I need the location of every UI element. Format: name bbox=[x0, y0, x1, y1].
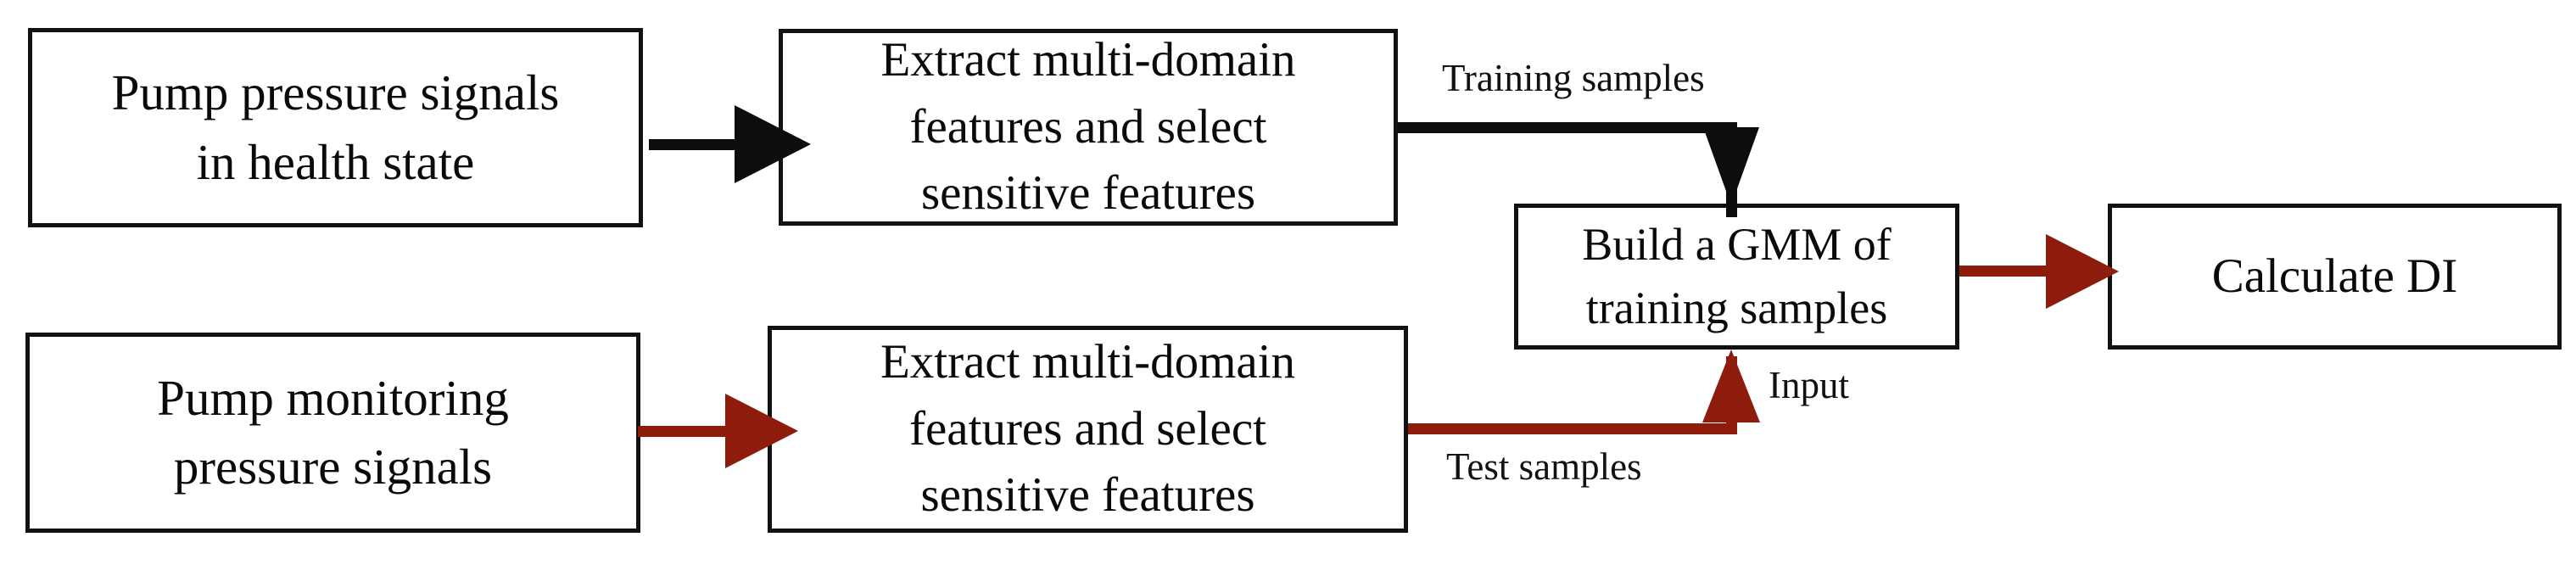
node-label: Extract multi-domain features and select… bbox=[880, 33, 1296, 221]
node-label: Extract multi-domain features and select… bbox=[880, 335, 1296, 523]
arrowhead-right-icon bbox=[2046, 234, 2119, 309]
edge-label-test-samples: Test samples bbox=[1446, 445, 1642, 488]
arrow-monitor-to-extract2-shaft bbox=[638, 426, 731, 437]
arrow-extract2-to-gmm-horizontal bbox=[1408, 423, 1737, 434]
node-label: Build a GMM of training samples bbox=[1582, 219, 1891, 333]
node-extract-features-training: Extract multi-domain features and select… bbox=[779, 29, 1398, 226]
node-calculate-di: Calculate DI bbox=[2108, 204, 2562, 350]
arrow-extract1-to-gmm-horizontal bbox=[1398, 122, 1737, 133]
node-label: Pump pressure signals in health state bbox=[111, 64, 560, 190]
node-label: Pump monitoring pressure signals bbox=[157, 369, 509, 495]
arrow-gmm-to-di-shaft bbox=[1959, 266, 2053, 277]
arrowhead-down-icon bbox=[1703, 127, 1759, 205]
edge-label-training-samples: Training samples bbox=[1442, 57, 1705, 99]
node-pump-pressure-signals-health: Pump pressure signals in health state bbox=[28, 28, 643, 227]
arrowhead-up-icon bbox=[1702, 350, 1760, 422]
node-pump-monitoring-pressure-signals: Pump monitoring pressure signals bbox=[25, 333, 640, 533]
edge-label-input: Input bbox=[1769, 364, 1849, 406]
node-build-gmm: Build a GMM of training samples bbox=[1514, 204, 1959, 350]
node-extract-features-test: Extract multi-domain features and select… bbox=[768, 326, 1408, 533]
arrowhead-right-icon bbox=[725, 394, 798, 468]
arrowhead-right-icon bbox=[735, 105, 811, 183]
arrow-health-to-extract1-shaft bbox=[649, 139, 742, 150]
node-label: Calculate DI bbox=[2211, 249, 2458, 303]
